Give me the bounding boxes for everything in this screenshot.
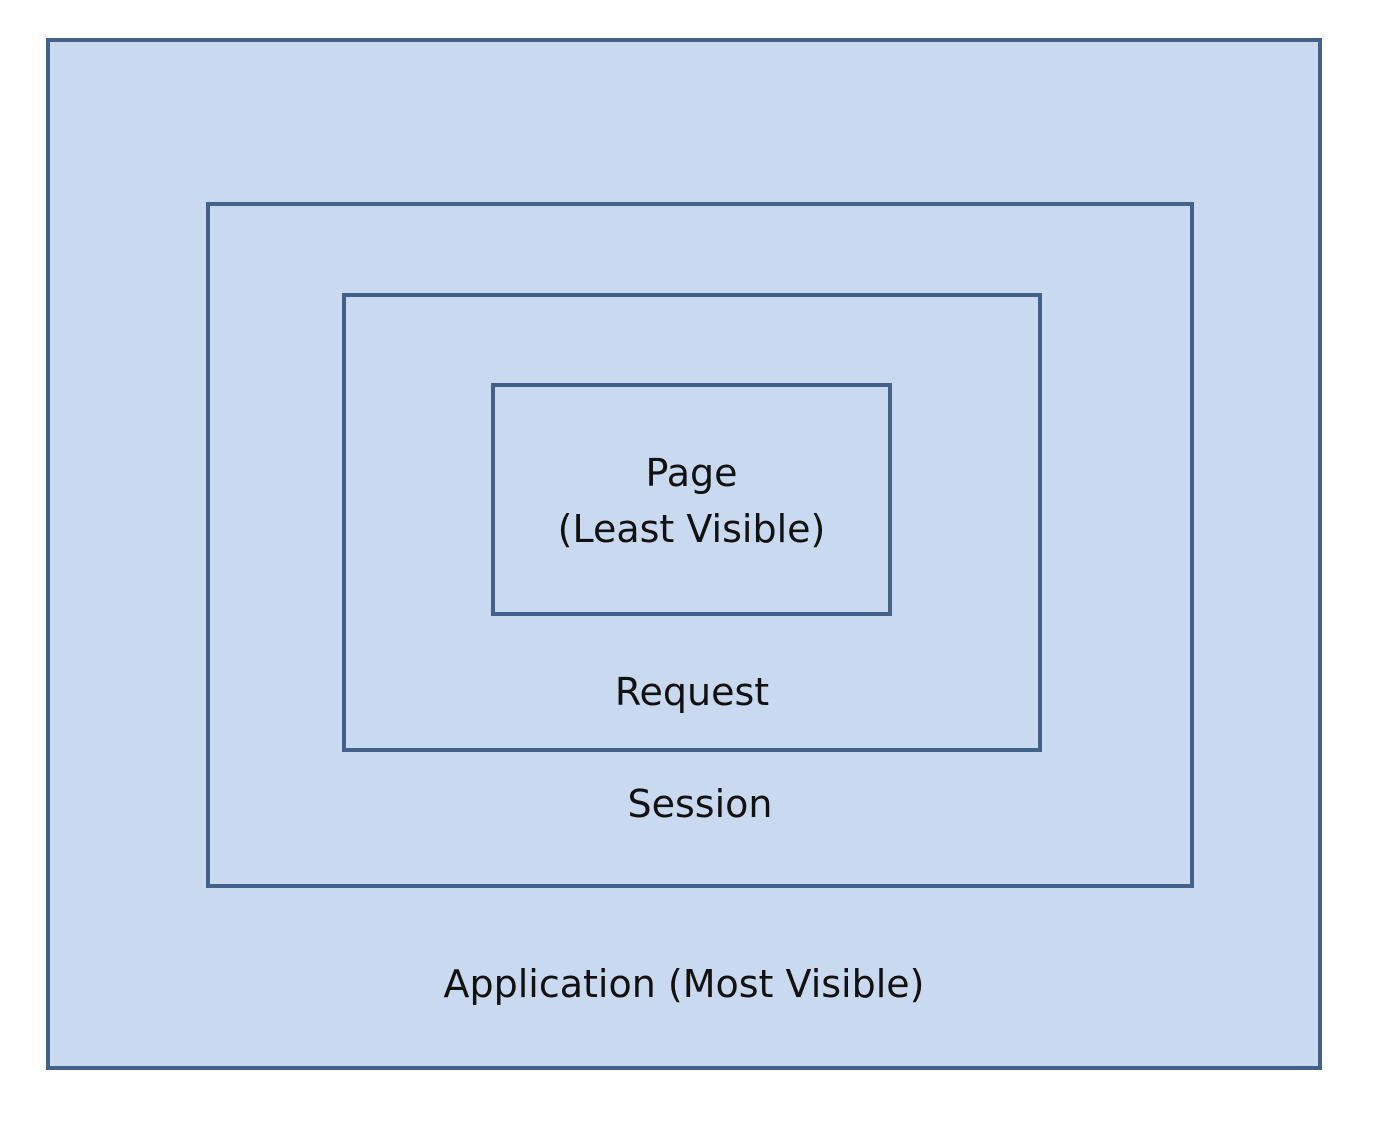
application-scope-label: Application (Most Visible) bbox=[443, 962, 925, 1006]
page-scope-title: Page bbox=[645, 451, 738, 495]
page-scope-box bbox=[491, 383, 892, 616]
page-scope-visibility: (Least Visible) bbox=[557, 507, 826, 551]
page-scope-label: Page (Least Visible) bbox=[491, 445, 892, 557]
request-scope-label: Request bbox=[614, 670, 770, 714]
session-scope-label: Session bbox=[627, 782, 773, 826]
